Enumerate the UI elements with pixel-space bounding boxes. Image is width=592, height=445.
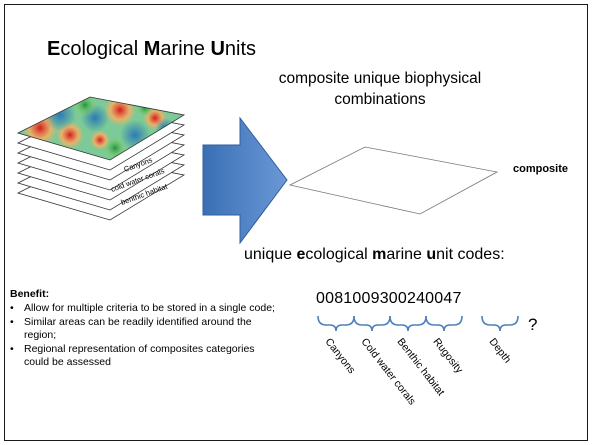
composite-label: composite <box>513 163 569 175</box>
bracket-depth <box>481 315 519 332</box>
codes-heading: unique ecological marine unit codes: <box>244 246 505 263</box>
composite-subtitle: composite unique biophysical combination… <box>278 70 482 108</box>
benefit-section: Benefit: • Allow for multiple criteria t… <box>10 288 280 370</box>
bracket-rugosity <box>425 315 463 332</box>
code-brackets <box>317 315 519 332</box>
right-arrow-icon <box>202 116 288 245</box>
bullet-icon: • <box>10 316 14 328</box>
bracket-cold-water-corals <box>353 315 391 332</box>
eco-unit-code: 0081009300240047 <box>316 290 462 307</box>
benefit-item: • Regional representation of composites … <box>10 343 255 368</box>
bracket-canyons <box>317 315 355 332</box>
question-mark: ? <box>528 315 538 334</box>
slide-frame <box>4 4 588 441</box>
bracket-benthic-habitat <box>389 315 427 332</box>
slide-title: Ecological Marine Units <box>47 38 257 60</box>
composite-layer <box>288 146 499 215</box>
bullet-icon: • <box>10 343 14 355</box>
benefit-list: • Allow for multiple criteria to be stor… <box>10 302 280 369</box>
benefit-title: Benefit: <box>10 288 50 300</box>
benefit-item: • Allow for multiple criteria to be stor… <box>10 302 275 314</box>
benefit-item: • Similar areas can be readily identifie… <box>10 316 252 341</box>
bullet-icon: • <box>10 302 14 314</box>
